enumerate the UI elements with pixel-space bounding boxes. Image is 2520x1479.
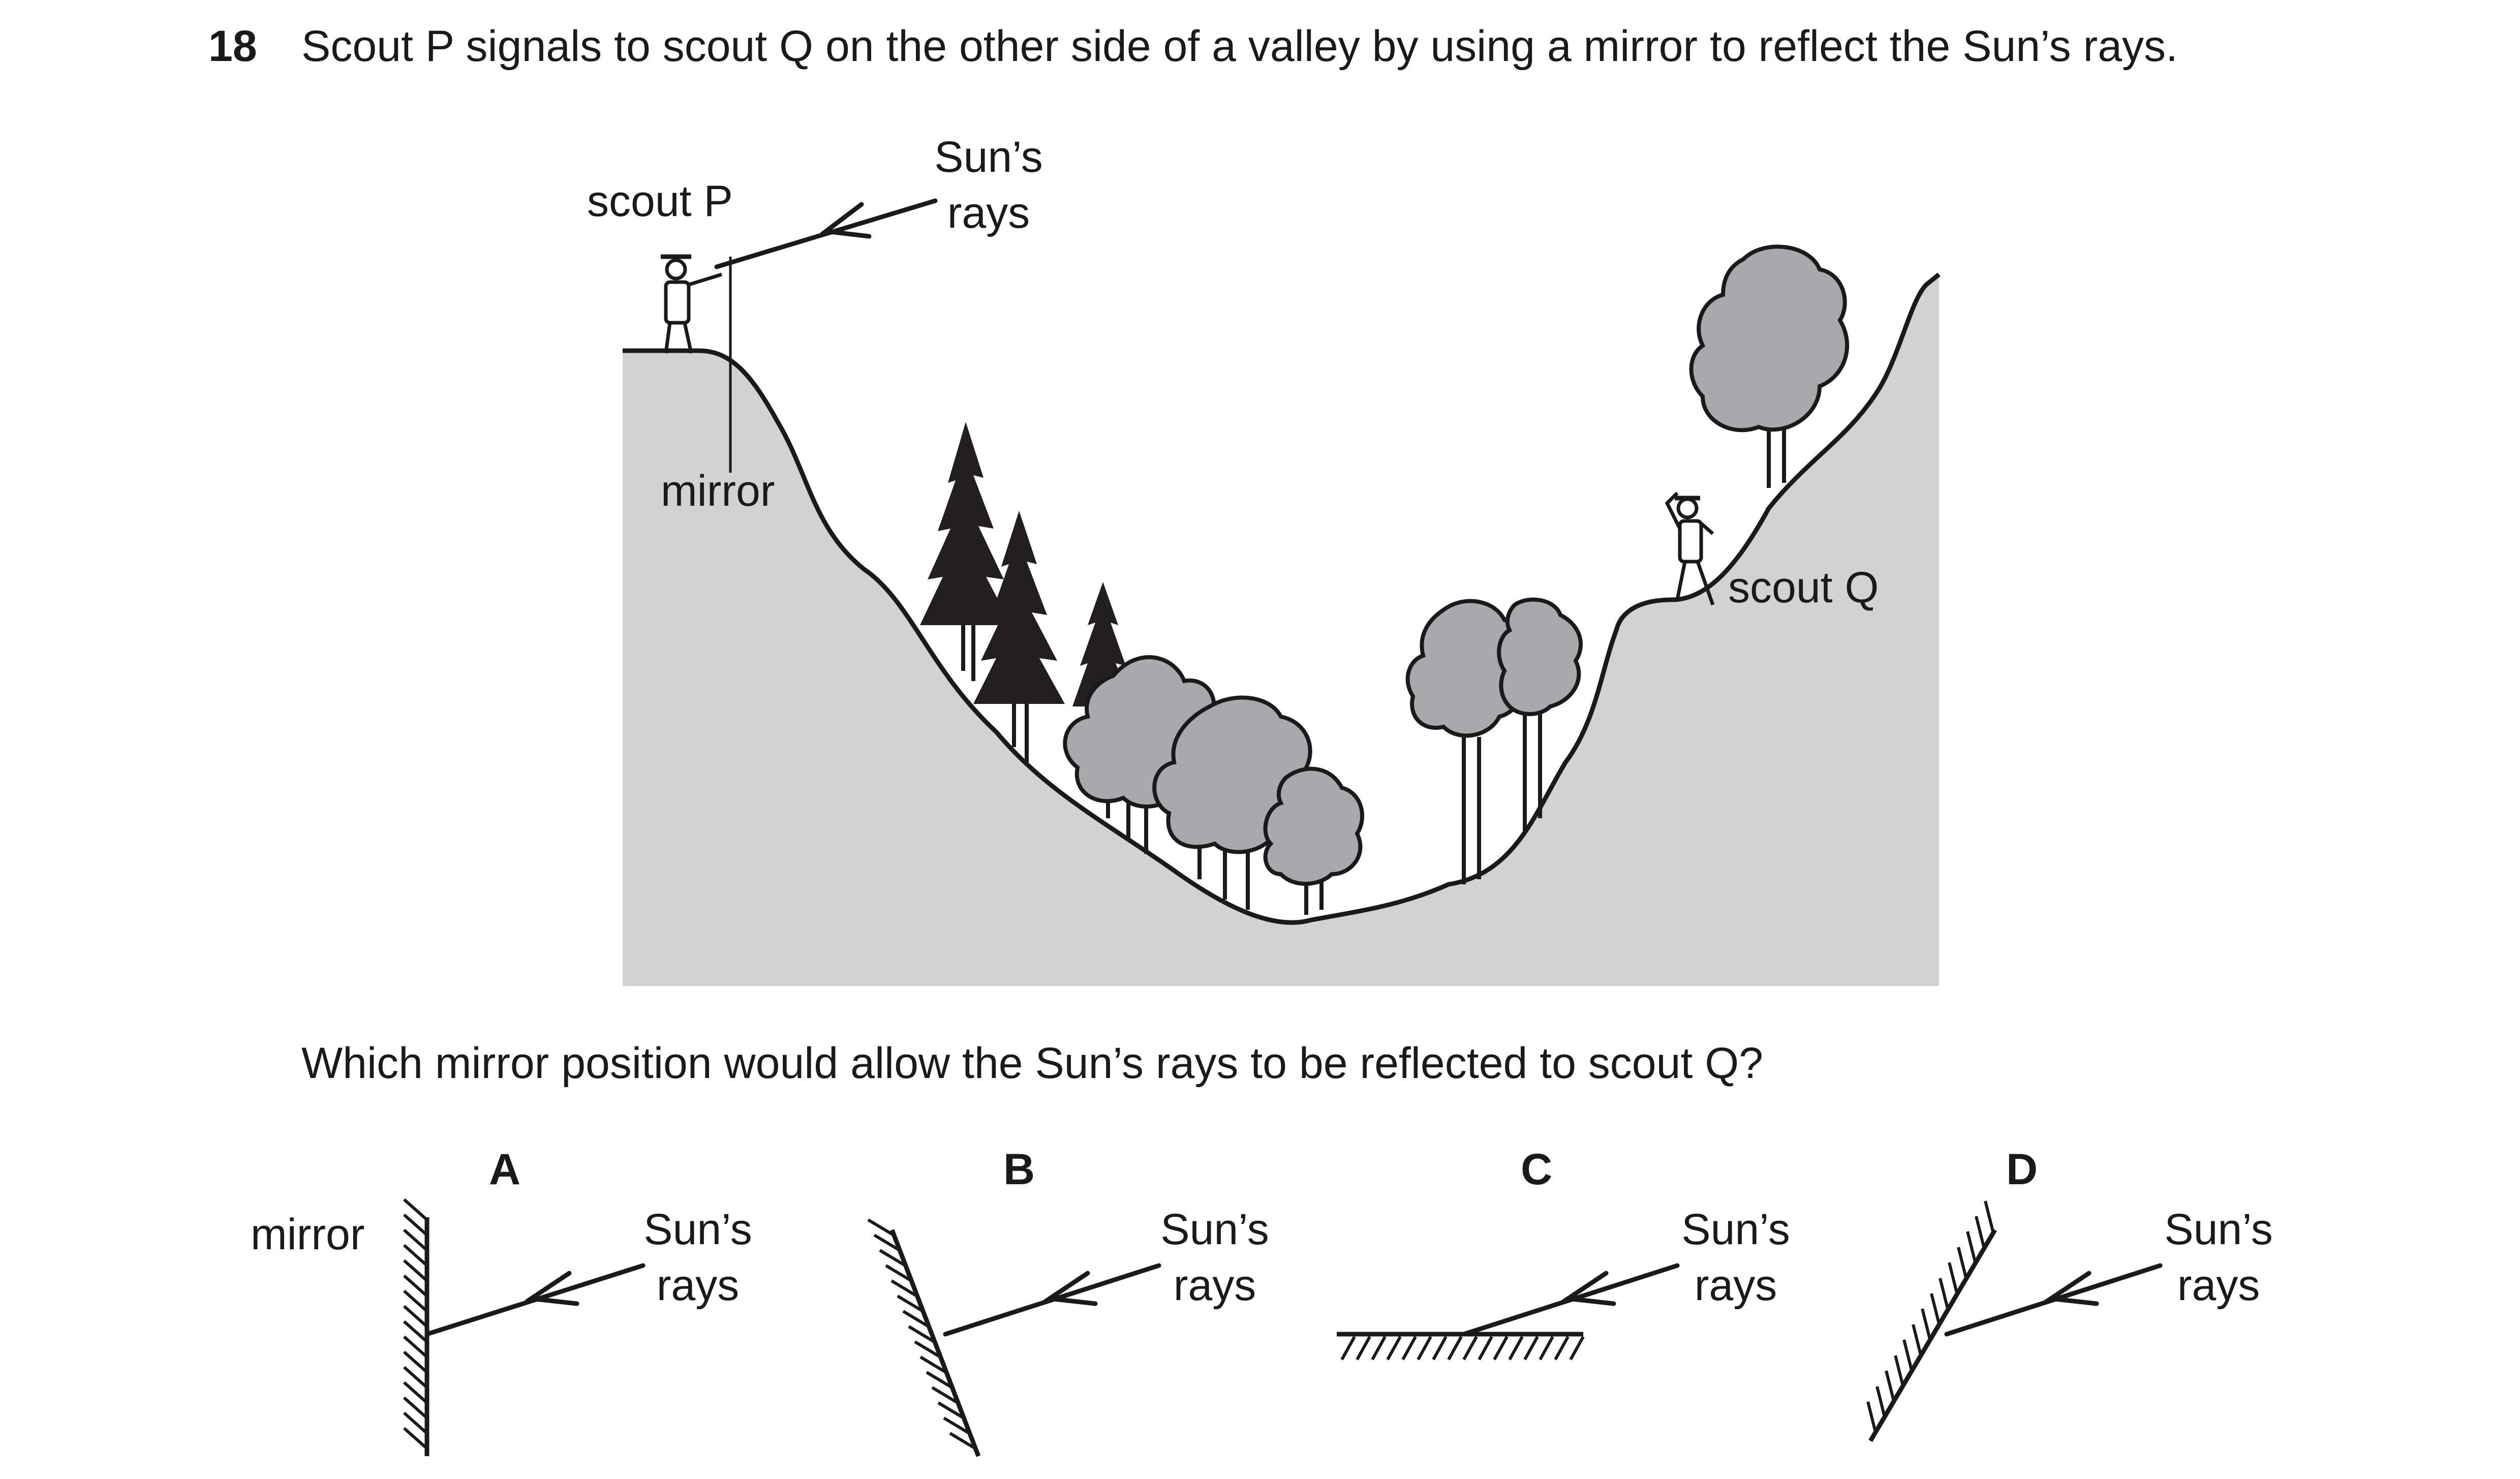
scout-p-label: scout P [587, 177, 733, 226]
option-mirror-hatching [403, 1198, 428, 1450]
mirror-label: mirror [661, 467, 775, 515]
answer-options: A mirror Sun’s rays B Sun’s rays C [251, 1145, 2273, 1457]
question-number: 18 [208, 22, 257, 71]
option-suns-rays-arrow [1944, 1263, 2163, 1337]
valley-ground [623, 274, 1939, 986]
option-mirror-hatching [867, 1218, 976, 1450]
option-letter: A [489, 1145, 520, 1194]
option-suns-label-line1: Sun’s [1681, 1205, 1790, 1254]
conifer-tree [973, 511, 1065, 762]
conifer-tree [920, 422, 1011, 681]
option-suns-rays-arrow [424, 1263, 646, 1337]
option-suns-label-line2: rays [2177, 1261, 2260, 1310]
deciduous-tree [1263, 766, 1364, 915]
suns-rays-label-line1: Sun’s [934, 133, 1043, 181]
option-suns-label-line2: rays [1174, 1261, 1256, 1310]
option-suns-label-line1: Sun’s [643, 1205, 752, 1254]
option-suns-label-line1: Sun’s [2164, 1205, 2273, 1254]
deciduous-tree [1689, 244, 1849, 488]
option-letter: D [2006, 1145, 2038, 1194]
suns-rays-arrow [714, 198, 938, 269]
scout-q-figure [1665, 491, 1715, 606]
option-mirror-hatching [1340, 1336, 1585, 1361]
scout-q-label: scout Q [1728, 563, 1879, 612]
question-prompt: Which mirror position would allow the Su… [301, 1039, 1763, 1088]
option-mirror-label: mirror [251, 1210, 365, 1259]
option-mirror [889, 1229, 981, 1457]
option-a[interactable]: A mirror Sun’s rays [251, 1145, 752, 1456]
option-suns-label-line1: Sun’s [1160, 1205, 1269, 1254]
option-letter: B [1003, 1145, 1035, 1194]
deciduous-trees-right [1405, 244, 1849, 884]
option-c[interactable]: C Sun’s rays [1337, 1145, 1790, 1361]
option-suns-rays-arrow [943, 1263, 1161, 1337]
valley-outline [623, 272, 1941, 925]
option-letter: C [1521, 1145, 1552, 1194]
scout-p-figure [661, 254, 723, 354]
option-suns-label-line2: rays [1695, 1261, 1777, 1310]
option-suns-rays-arrow [1461, 1263, 1680, 1337]
option-mirror-hatching [1866, 1200, 1994, 1433]
suns-rays-label-line2: rays [947, 189, 1030, 237]
option-b[interactable]: B Sun’s rays [867, 1145, 1269, 1457]
option-d[interactable]: D Sun’s rays [1866, 1145, 2273, 1442]
deciduous-tree [1497, 597, 1583, 834]
option-mirror [1868, 1228, 1997, 1442]
option-suns-label-line2: rays [657, 1261, 739, 1310]
question-text: Scout P signals to scout Q on the other … [301, 22, 2178, 71]
deciduous-trees-left [1063, 655, 1364, 915]
valley-scene: scout P mirror scout Q Sun’s rays [587, 133, 1941, 986]
